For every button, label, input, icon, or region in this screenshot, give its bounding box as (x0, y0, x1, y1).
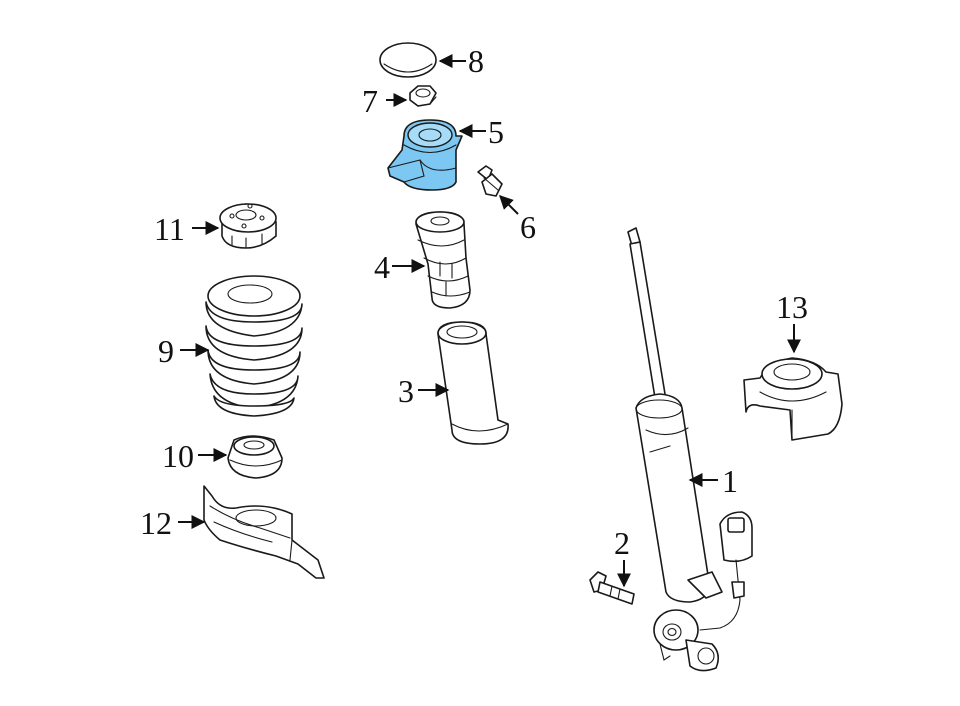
callout-11: 11 (154, 211, 185, 247)
callout-1: 1 (722, 463, 738, 499)
callout-2: 2 (614, 525, 630, 561)
callout-3: 3 (398, 373, 414, 409)
part-1-shock-absorber[interactable] (627, 227, 753, 672)
part-11-upper-seat[interactable] (219, 203, 277, 249)
part-5-upper-mount[interactable] (387, 119, 463, 191)
callout-4: 4 (374, 249, 390, 285)
callout-9: 9 (158, 333, 174, 369)
arrow-6 (499, 195, 519, 215)
part-4-bump-stop[interactable] (415, 211, 471, 309)
callout-5: 5 (488, 114, 504, 150)
callout-arrows (178, 54, 801, 588)
part-9-coil-spring[interactable] (205, 275, 303, 417)
part-6-bolt[interactable] (477, 165, 503, 197)
part-3-dust-boot[interactable] (437, 321, 509, 445)
callout-labels: 8 7 5 6 4 3 11 9 10 12 1 2 13 (140, 43, 808, 561)
part-10-lower-isolator[interactable] (227, 435, 283, 479)
part-2-bolt[interactable] (589, 571, 635, 605)
part-12-lower-seat[interactable] (203, 485, 325, 579)
part-8-cap[interactable] (379, 42, 437, 78)
part-13-cup[interactable] (743, 357, 843, 441)
callout-8: 8 (468, 43, 484, 79)
part-7-nut[interactable] (409, 85, 437, 107)
callout-13: 13 (776, 289, 808, 325)
callout-6: 6 (520, 209, 536, 245)
callout-10: 10 (162, 438, 194, 474)
callout-7: 7 (362, 83, 378, 119)
callout-12: 12 (140, 505, 172, 541)
